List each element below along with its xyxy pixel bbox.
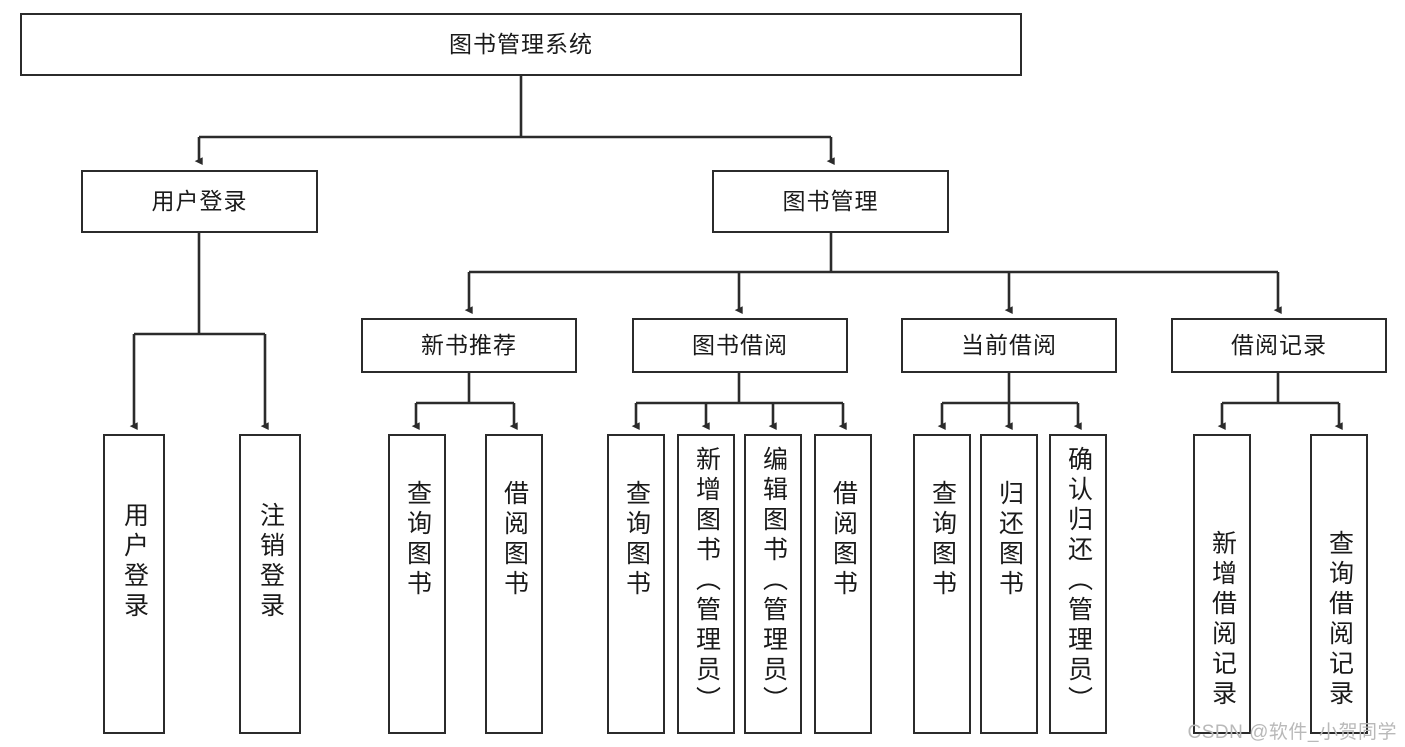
node-leaf-query-book-1-label: 查询图书 xyxy=(403,480,432,600)
node-leaf-borrow-book-1-label: 借阅图书 xyxy=(500,480,529,600)
node-leaf-user-logout[interactable]: 注销登录 xyxy=(239,434,301,734)
node-leaf-add-record-label: 新增借阅记录 xyxy=(1208,530,1237,710)
node-borrow-record-label: 借阅记录 xyxy=(1231,331,1327,358)
node-leaf-query-book-3-label: 查询图书 xyxy=(928,480,957,600)
node-leaf-query-book-1[interactable]: 查询图书 xyxy=(388,434,446,734)
node-root-label: 图书管理系统 xyxy=(449,30,593,57)
node-user-login[interactable]: 用户登录 xyxy=(81,170,318,233)
watermark-text: CSDN @软件_小贺同学 xyxy=(1187,722,1397,743)
node-leaf-borrow-book-2[interactable]: 借阅图书 xyxy=(814,434,872,734)
node-leaf-borrow-book-2-label: 借阅图书 xyxy=(829,480,858,600)
node-current-borrow-label: 当前借阅 xyxy=(961,331,1057,358)
node-leaf-confirm-return[interactable]: 确认归还（管理员） xyxy=(1049,434,1107,734)
node-leaf-query-book-3[interactable]: 查询图书 xyxy=(913,434,971,734)
node-new-book-recommend-label: 新书推荐 xyxy=(421,331,517,358)
node-leaf-query-record-label: 查询借阅记录 xyxy=(1325,530,1354,710)
node-current-borrow[interactable]: 当前借阅 xyxy=(901,318,1117,373)
node-book-borrow[interactable]: 图书借阅 xyxy=(632,318,848,373)
node-book-manage-label: 图书管理 xyxy=(782,187,879,214)
node-leaf-confirm-return-label: 确认归还（管理员） xyxy=(1064,446,1093,716)
node-borrow-record[interactable]: 借阅记录 xyxy=(1171,318,1387,373)
node-root[interactable]: 图书管理系统 xyxy=(20,13,1022,76)
node-new-book-recommend[interactable]: 新书推荐 xyxy=(361,318,577,373)
node-leaf-add-record[interactable]: 新增借阅记录 xyxy=(1193,434,1251,734)
node-leaf-return-book[interactable]: 归还图书 xyxy=(980,434,1038,734)
node-leaf-edit-book-label: 编辑图书（管理员） xyxy=(759,446,788,716)
node-leaf-edit-book[interactable]: 编辑图书（管理员） xyxy=(744,434,802,734)
node-book-borrow-label: 图书借阅 xyxy=(692,331,788,358)
node-leaf-return-book-label: 归还图书 xyxy=(995,480,1024,600)
node-leaf-user-login-label: 用户登录 xyxy=(120,502,149,622)
node-leaf-user-login[interactable]: 用户登录 xyxy=(103,434,165,734)
node-leaf-query-book-2-label: 查询图书 xyxy=(622,480,651,600)
node-leaf-query-book-2[interactable]: 查询图书 xyxy=(607,434,665,734)
node-leaf-borrow-book-1[interactable]: 借阅图书 xyxy=(485,434,543,734)
node-leaf-query-record[interactable]: 查询借阅记录 xyxy=(1310,434,1368,734)
node-leaf-add-book[interactable]: 新增图书（管理员） xyxy=(677,434,735,734)
node-book-manage[interactable]: 图书管理 xyxy=(712,170,949,233)
node-leaf-user-logout-label: 注销登录 xyxy=(256,502,285,622)
node-user-login-label: 用户登录 xyxy=(151,187,248,214)
node-leaf-add-book-label: 新增图书（管理员） xyxy=(692,446,721,716)
